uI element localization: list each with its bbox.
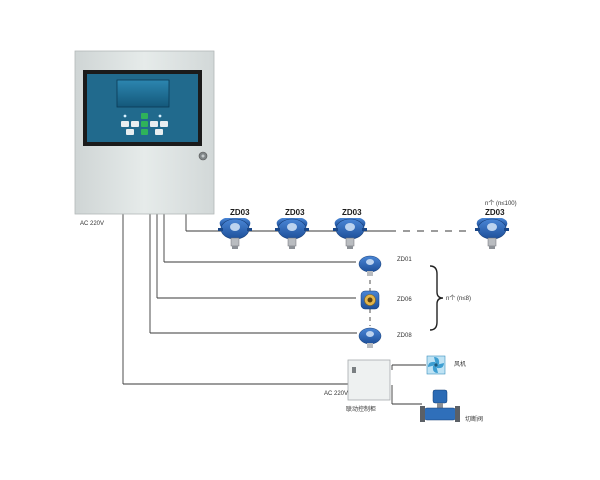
detector-zd01-icon <box>358 255 382 276</box>
detector-zd06-icon <box>360 290 380 310</box>
fan-label: 风机 <box>454 362 467 368</box>
detector-label-zd03-3: ZD03 <box>342 208 362 217</box>
detector-zd03-3-icon <box>332 217 368 250</box>
detector-label-zd03-4: ZD03 <box>485 208 505 217</box>
linkage-power-label: AC 220V <box>324 391 349 397</box>
keypad <box>121 113 168 135</box>
column-count-note: n个 (n≤8) <box>446 296 471 302</box>
row-count-note: n个 (n≤100) <box>485 201 517 207</box>
detector-label-zd03-1: ZD03 <box>230 208 250 217</box>
group-brace <box>429 265 444 331</box>
linkage-box-label: 联动控制柜 <box>346 407 377 413</box>
valve-icon <box>420 389 460 422</box>
detector-zd03-1-icon <box>217 217 253 250</box>
controller-power-label: AC 220V <box>80 221 105 227</box>
detector-label-zd06: ZD06 <box>397 297 412 303</box>
detector-zd03-2-icon <box>274 217 310 250</box>
detector-label-zd08: ZD08 <box>397 333 412 339</box>
fan-icon <box>426 355 446 375</box>
detector-label-zd03-2: ZD03 <box>285 208 305 217</box>
controller-cabinet <box>74 50 215 215</box>
linkage-control-box <box>347 359 391 401</box>
detector-zd08-icon <box>358 327 382 348</box>
valve-label: 切断阀 <box>465 417 484 423</box>
detector-label-zd01: ZD01 <box>397 257 412 263</box>
wiring-lines <box>122 214 470 405</box>
detector-zd03-4-icon <box>474 217 510 250</box>
